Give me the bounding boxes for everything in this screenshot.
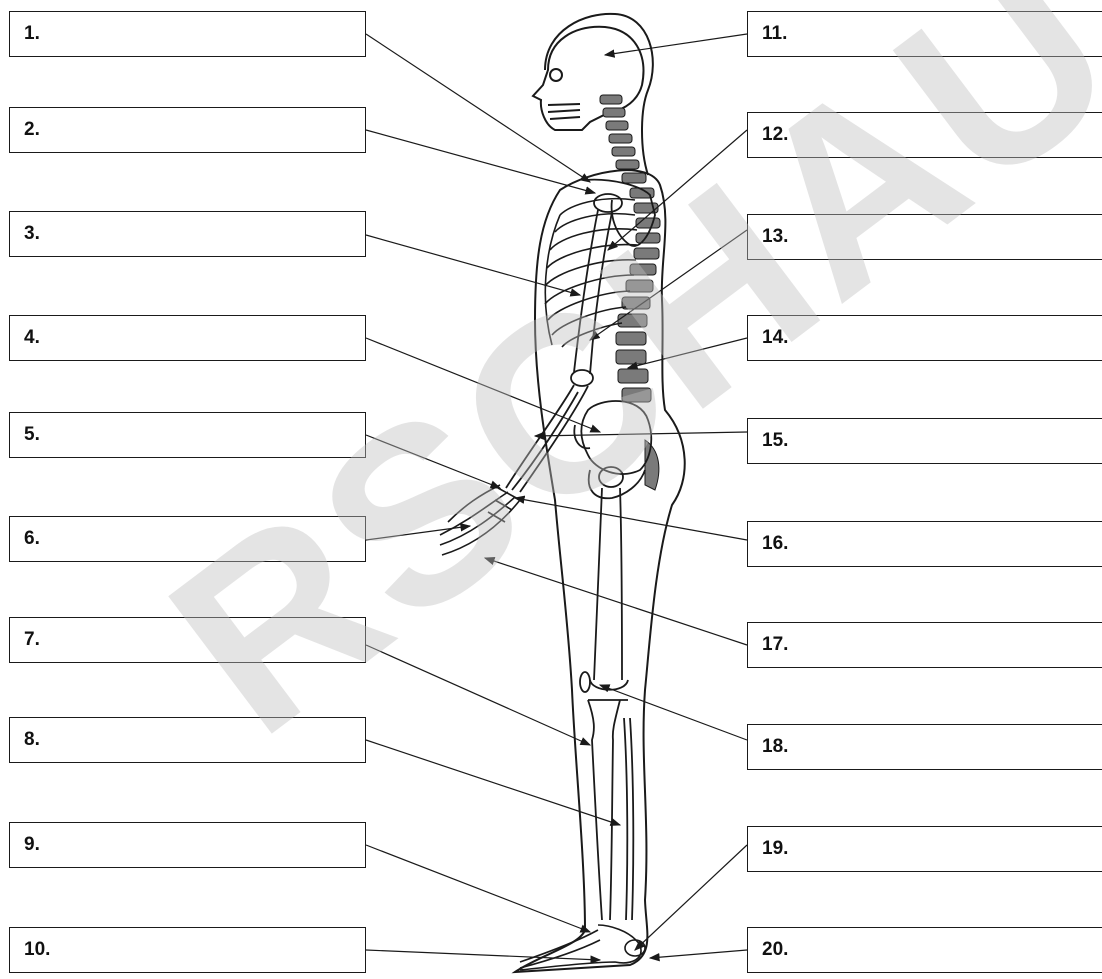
label-box-10[interactable]: 10. (9, 927, 366, 973)
label-box-19[interactable]: 19. (747, 826, 1102, 872)
label-number: 1. (24, 23, 40, 45)
label-number: 7. (24, 629, 40, 651)
head-outline (545, 14, 653, 175)
label-box-15[interactable]: 15. (747, 418, 1102, 464)
label-box-2[interactable]: 2. (9, 107, 366, 153)
label-number: 20. (762, 939, 788, 961)
leader-lines-left (366, 34, 620, 960)
label-box-11[interactable]: 11. (747, 11, 1102, 57)
label-box-7[interactable]: 7. (9, 617, 366, 663)
label-box-17[interactable]: 17. (747, 622, 1102, 668)
label-box-9[interactable]: 9. (9, 822, 366, 868)
label-box-13[interactable]: 13. (747, 214, 1102, 260)
label-number: 14. (762, 327, 788, 349)
label-number: 19. (762, 838, 788, 860)
label-box-4[interactable]: 4. (9, 315, 366, 361)
label-box-16[interactable]: 16. (747, 521, 1102, 567)
label-box-3[interactable]: 3. (9, 211, 366, 257)
label-box-6[interactable]: 6. (9, 516, 366, 562)
label-number: 17. (762, 634, 788, 656)
label-number: 3. (24, 223, 40, 245)
label-number: 16. (762, 533, 788, 555)
hand (440, 485, 520, 555)
label-box-8[interactable]: 8. (9, 717, 366, 763)
label-number: 10. (24, 939, 50, 961)
label-number: 2. (24, 119, 40, 141)
label-number: 11. (762, 23, 787, 45)
label-number: 13. (762, 226, 788, 248)
label-number: 4. (24, 327, 40, 349)
label-box-20[interactable]: 20. (747, 927, 1102, 973)
label-number: 8. (24, 729, 40, 751)
label-number: 18. (762, 736, 788, 758)
foot (520, 925, 645, 970)
label-box-5[interactable]: 5. (9, 412, 366, 458)
label-box-1[interactable]: 1. (9, 11, 366, 57)
pelvis (574, 401, 651, 498)
label-number: 15. (762, 430, 788, 452)
skull (533, 27, 643, 130)
label-box-12[interactable]: 12. (747, 112, 1102, 158)
patella (580, 672, 590, 692)
body-outline (515, 170, 685, 972)
label-number: 9. (24, 834, 40, 856)
label-number: 12. (762, 124, 788, 146)
label-number: 5. (24, 424, 40, 446)
label-box-18[interactable]: 18. (747, 724, 1102, 770)
lower-leg (588, 700, 633, 920)
label-number: 6. (24, 528, 40, 550)
femur (590, 467, 628, 690)
label-box-14[interactable]: 14. (747, 315, 1102, 361)
